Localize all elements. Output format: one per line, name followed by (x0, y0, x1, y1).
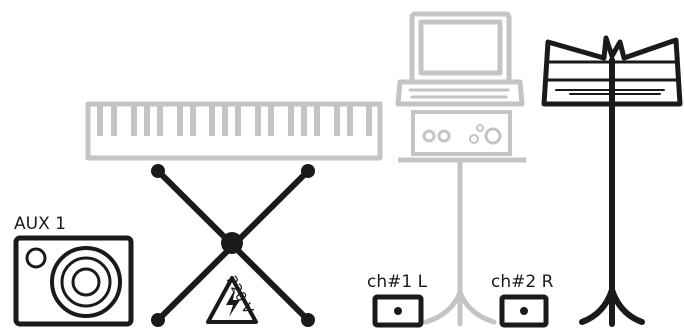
music-stand-icon (544, 38, 680, 324)
keyboard-icon (88, 104, 380, 158)
monitor-speaker-icon (16, 238, 131, 324)
ch1-label: ch#1 L (367, 273, 427, 291)
ch2-label: ch#2 R (491, 273, 553, 291)
laptop-stand-icon (426, 162, 494, 324)
aux-label: AUX 1 (14, 215, 66, 233)
keyboard-black-keys (97, 104, 372, 136)
di-box-ch2-icon (502, 297, 546, 325)
audio-interface-icon (398, 112, 526, 160)
laptop-icon (398, 14, 522, 104)
di-box-ch1-icon (375, 297, 421, 325)
